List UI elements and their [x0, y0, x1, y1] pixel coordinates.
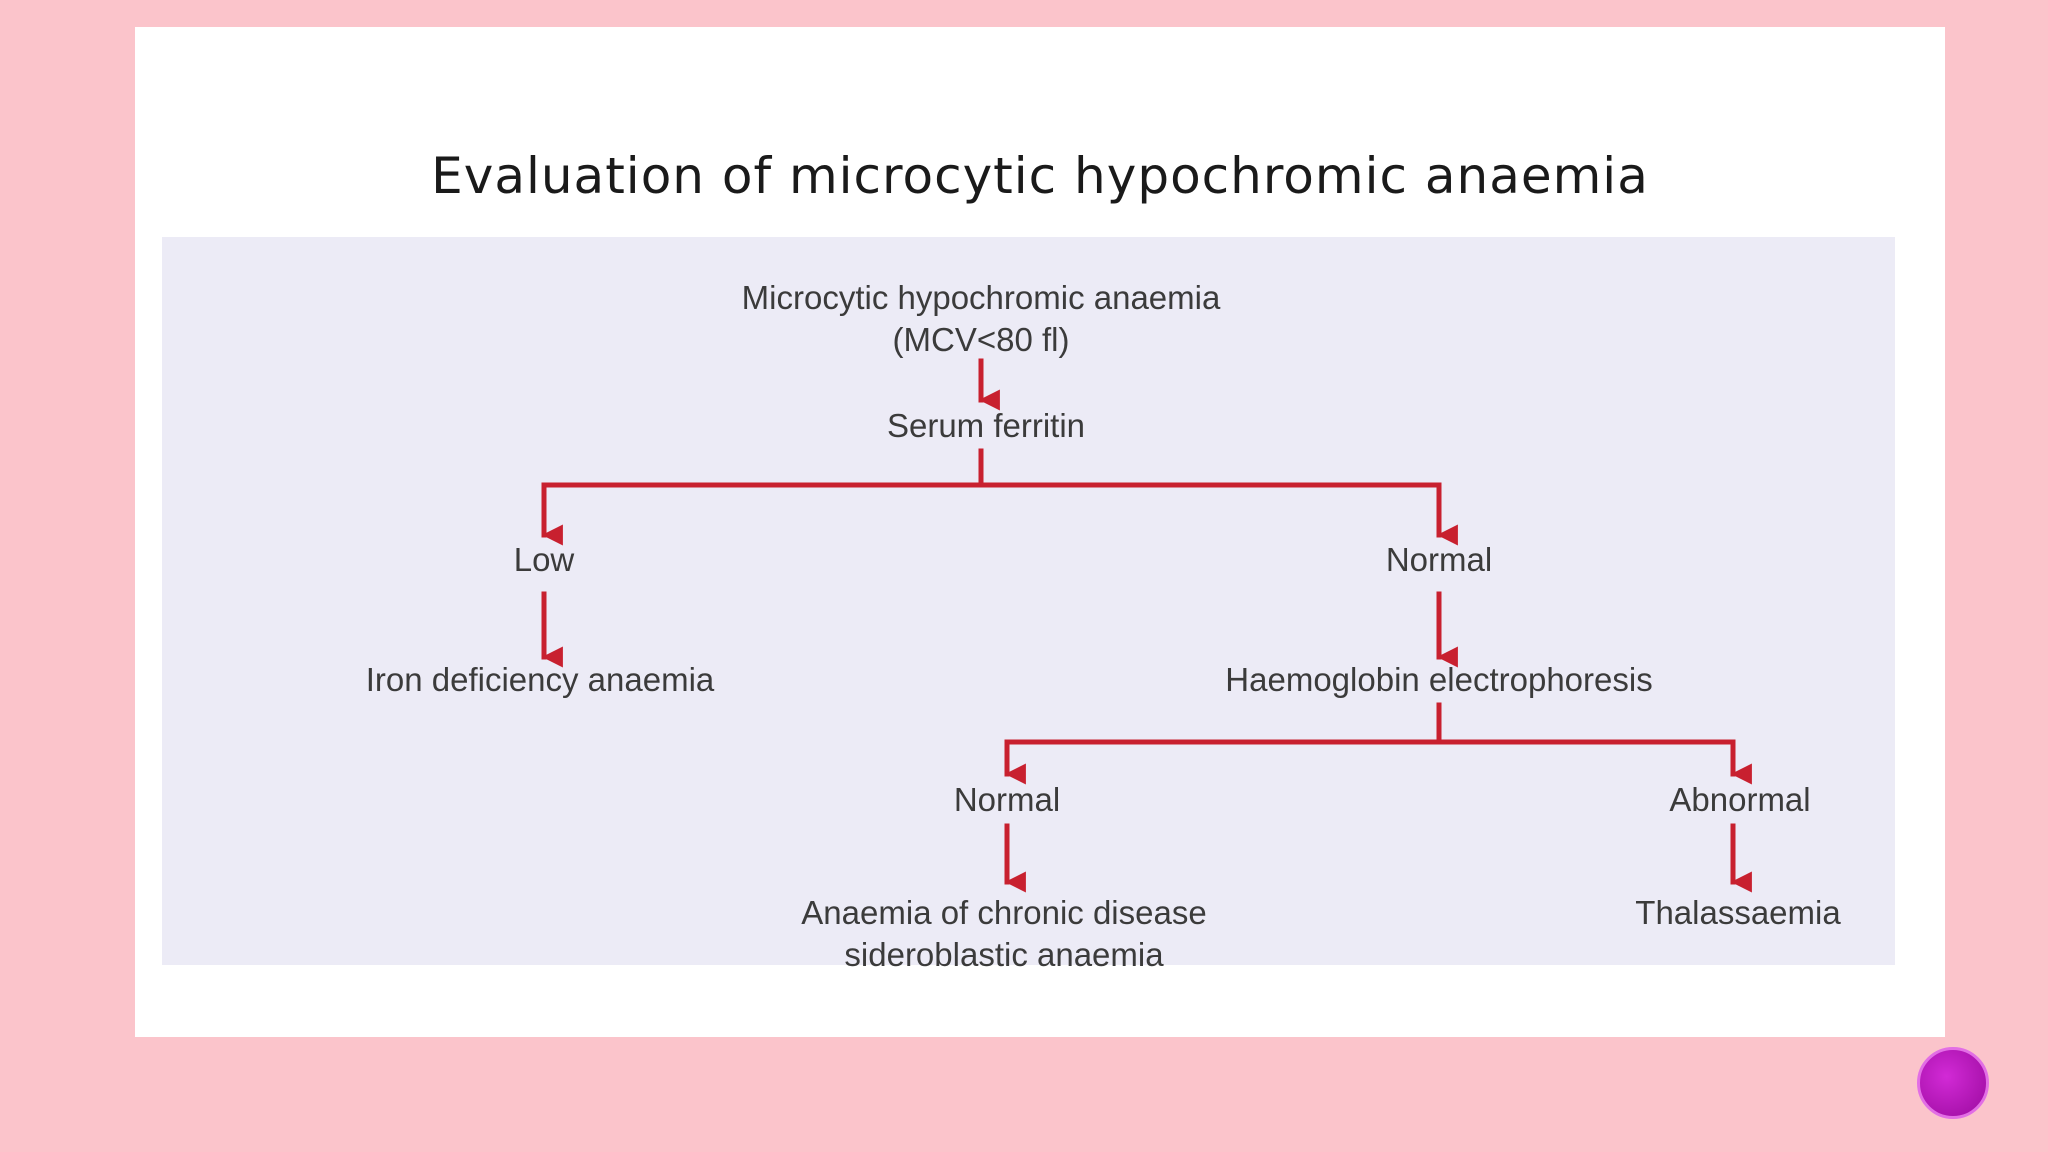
node-chronic-line1: Anaemia of chronic disease — [801, 894, 1207, 931]
slide: Evaluation of microcytic hypochromic ana… — [135, 27, 1945, 1037]
node-root-line2: (MCV<80 fl) — [892, 321, 1070, 358]
node-thalassaemia: Thalassaemia — [1635, 894, 1841, 931]
slide-title: Evaluation of microcytic hypochromic ana… — [431, 147, 1649, 205]
flowchart-connectors — [541, 358, 1752, 893]
node-iron-deficiency: Iron deficiency anaemia — [365, 661, 715, 698]
node-normal-hb: Normal — [953, 781, 1061, 818]
node-root: Microcytic hypochromic anaemia (MCV<80 f… — [742, 277, 1221, 361]
node-abnormal-hb: Abnormal — [1669, 781, 1811, 818]
node-normal-ferritin: Normal — [1385, 541, 1493, 578]
flowchart-panel: Microcytic hypochromic anaemia (MCV<80 f… — [162, 237, 1895, 973]
node-root-line1: Microcytic hypochromic anaemia — [741, 279, 1221, 316]
node-hb-electrophoresis: Haemoglobin electrophoresis — [1225, 661, 1653, 698]
node-serum-ferritin: Serum ferritin — [886, 407, 1086, 444]
node-chronic-line2: sideroblastic anaemia — [844, 936, 1164, 973]
node-chronic-disease: Anaemia of chronic disease sideroblastic… — [801, 892, 1206, 976]
logo-badge-icon — [1917, 1047, 1989, 1119]
node-low: Low — [513, 541, 575, 578]
